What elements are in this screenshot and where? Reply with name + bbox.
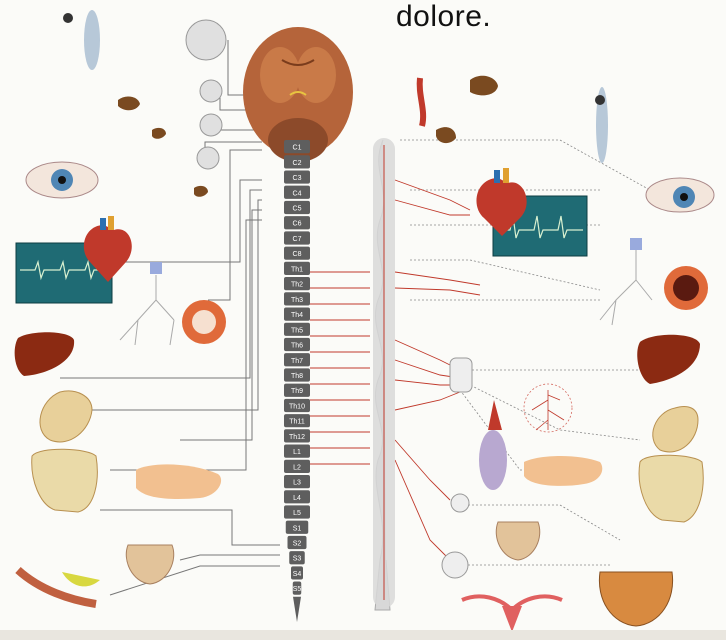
bladder-icon [126,522,540,584]
vertebra-label: Th3 [291,297,303,304]
vertebra-label: L4 [293,495,301,502]
vessel-tree-icon [524,384,572,432]
sympathetic-trunk [373,138,395,610]
vertebra-label: L3 [293,480,301,487]
vertebra-label: C7 [293,236,302,243]
coccyx [293,597,301,622]
vertebra-label: C4 [293,190,302,197]
vertebra-label: C6 [293,221,302,228]
liver-icon [15,332,700,384]
vertebra-label: Th11 [289,419,305,426]
vertebra-label: S5 [293,586,302,593]
eye-icon [26,162,714,212]
uterus-icon [462,572,673,632]
vertebra-label: Th6 [291,343,303,350]
bottom-band [0,630,726,640]
vertebra-label: C8 [293,251,302,258]
muscle-icon [18,570,100,604]
vertebra-label: S3 [293,556,302,563]
vertebra-label: L1 [293,449,301,456]
vertebra-label: L2 [293,464,301,471]
intestine-icon [32,449,703,522]
vertebra-label: Th1 [291,266,303,273]
vertebra-label: L5 [293,510,301,517]
vertebra-label: Th9 [291,388,303,395]
vertebra-label: S2 [293,540,302,547]
spinal-column: C1C2C3C4C5C6C7C8Th1Th2Th3Th4Th5Th6Th7Th8… [284,140,310,622]
vertebra-label: C5 [293,206,302,213]
vertebra-label: Th7 [291,358,303,365]
vertebra-label: Th10 [289,403,305,410]
vertebra-label: Th12 [289,434,305,441]
pancreas-icon [136,456,602,499]
iris-icon [182,266,708,344]
kidney-icon [479,400,507,490]
vertebra-label: Th8 [291,373,303,380]
vertebra-label: Th2 [291,282,303,289]
vertebra-label: S4 [293,571,302,578]
vertebra-label: Th5 [291,327,303,334]
parasympathetic-connections [60,40,280,595]
vertebra-label: S1 [293,525,302,532]
vertebra-label: Th4 [291,312,303,319]
vertebra-label: C2 [293,160,302,167]
vertebra-label: C3 [293,175,302,182]
vertebra-label: C1 [293,145,302,152]
